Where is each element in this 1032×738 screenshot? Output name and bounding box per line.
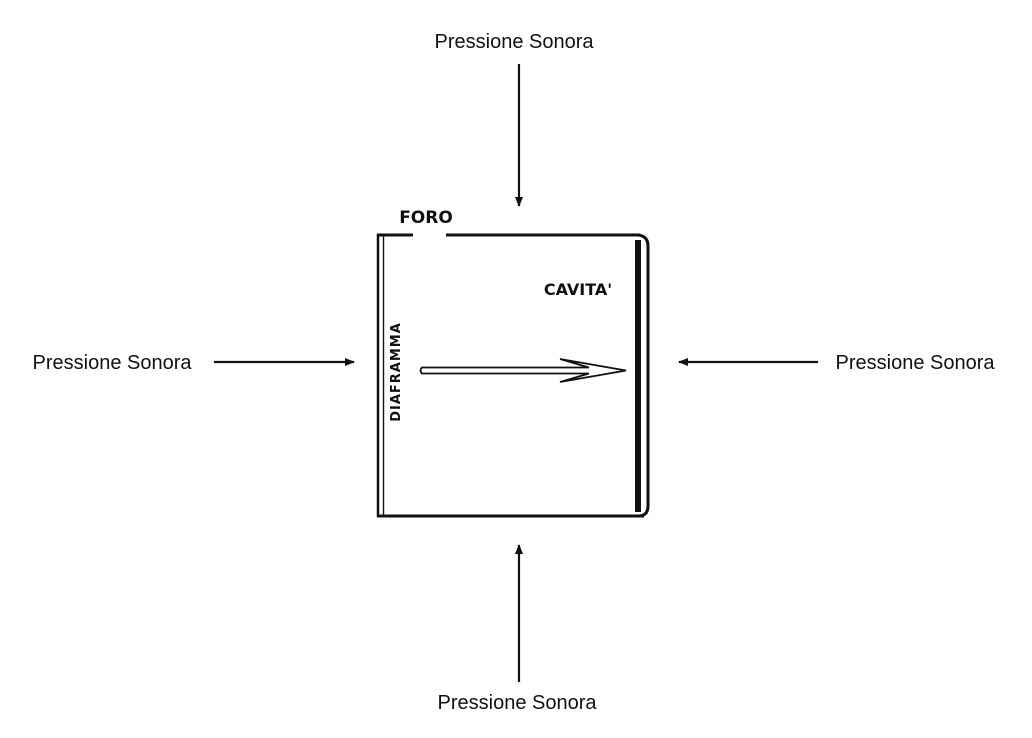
capsule-box (376, 233, 650, 518)
pressure-label-right: Pressione Sonora (836, 352, 996, 374)
pressure-label-bottom: Pressione Sonora (438, 692, 598, 714)
hole-label: FORO (399, 208, 453, 228)
internal-displacement-arrow (419, 358, 627, 383)
pressure-label-top: Pressione Sonora (435, 31, 595, 53)
diaphragm-label: DIAFRAMMA (389, 322, 404, 422)
back-wall (637, 233, 650, 518)
cavity-label: CAVITA' (544, 280, 612, 299)
pressure-label-left: Pressione Sonora (33, 352, 193, 374)
back-wall-plate (635, 240, 641, 512)
